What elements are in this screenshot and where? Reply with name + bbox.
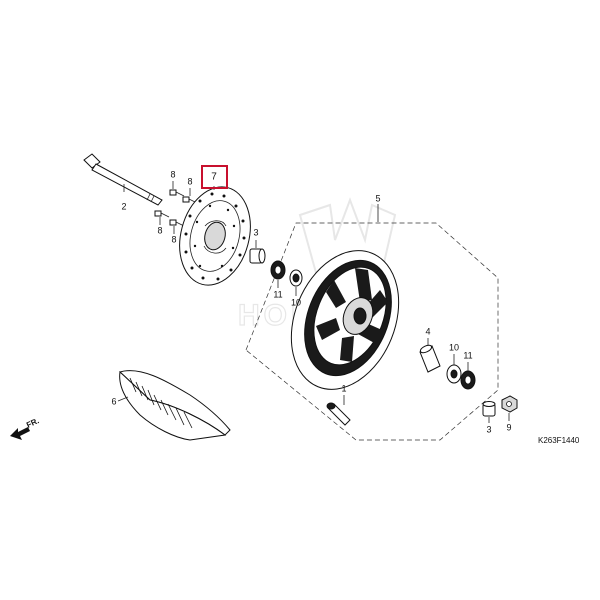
callout-1: 1: [341, 383, 346, 393]
bolt-8-d: [169, 219, 185, 227]
part-axle-nut: [501, 395, 518, 413]
callout-8-c: 8: [157, 225, 162, 235]
bolt-8-a: [169, 189, 185, 197]
callout-8-d: 8: [171, 234, 176, 244]
part-seal-left: [289, 269, 303, 287]
part-valve: [326, 402, 351, 426]
callout-8-a: 8: [170, 169, 175, 179]
callout-9: 9: [506, 422, 511, 432]
bolt-8-c: [154, 210, 170, 218]
part-bearing-right: [460, 370, 476, 390]
front-arrow-icon: [10, 427, 30, 440]
part-tire: [119, 370, 231, 441]
callout-8-b: 8: [187, 176, 192, 186]
part-seal-right: [446, 364, 462, 384]
tire-tread: [129, 377, 193, 429]
drawing-code: K263F1440: [538, 436, 580, 445]
callout-10-left: 10: [291, 297, 301, 307]
callout-10-right: 10: [449, 342, 459, 352]
part-wheel-rim: [290, 250, 400, 390]
callout-7: 7: [211, 172, 217, 183]
callout-6: 6: [111, 396, 116, 406]
part-distance-collar: [419, 344, 441, 373]
leader-6: [117, 396, 129, 402]
callout-11-left: 11: [273, 289, 282, 299]
part-brake-disc: [179, 186, 251, 286]
part-axle: [83, 153, 163, 206]
callout-4: 4: [425, 326, 430, 336]
front-direction-label: FR.: [25, 416, 40, 430]
front-direction-indicator: FR.: [10, 416, 41, 440]
disc-vent-holes: [184, 192, 246, 281]
callout-11-right: 11: [463, 350, 472, 360]
part-collar-right: [482, 401, 496, 417]
highlight-box-part-7: [201, 165, 228, 189]
part-bearing-left: [270, 260, 286, 280]
part-collar-left: [249, 248, 266, 264]
callout-5: 5: [375, 193, 380, 203]
callout-2: 2: [121, 201, 126, 211]
callout-3-left: 3: [253, 227, 258, 237]
callout-labels: 2 8 8 8 8 7 3 11 10 5 4 10 11 3 9 1 6: [111, 169, 511, 434]
callout-3-right: 3: [486, 424, 491, 434]
assembly-boundary: [245, 222, 499, 441]
